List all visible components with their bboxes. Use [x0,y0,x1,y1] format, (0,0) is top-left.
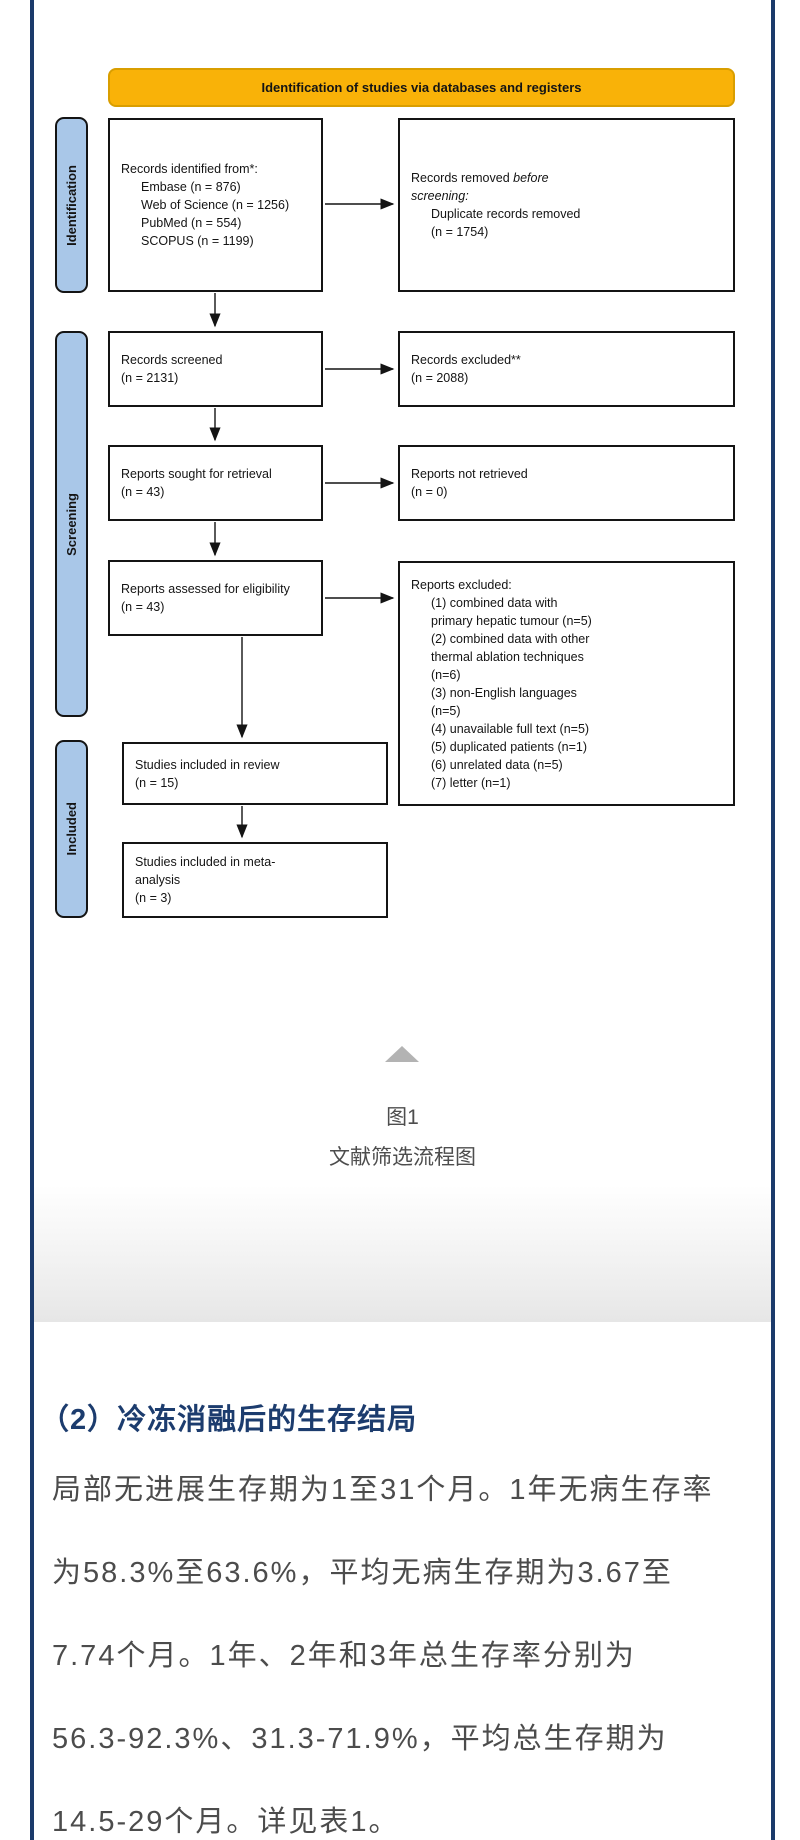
studies-meta-line2: analysis [135,873,181,887]
section-divider-gradient [34,1185,771,1322]
studies-review-line1: Studies included in review [135,757,280,772]
db-pubmed: PubMed (n = 554) [141,216,242,230]
prisma-flow-diagram: Identification of studies via databases … [55,68,735,918]
box-reports-sought: Reports sought for retrieval (n = 43) [108,445,323,521]
db-web-of-science: Web of Science (n = 1256) [141,198,290,212]
paragraph-line: 56.3-92.3%、31.3-71.9%，平均总生存期为 [52,1723,668,1755]
studies-review-count: (n = 15) [135,775,179,790]
duplicates-removed-line: Duplicate records removed [431,207,581,221]
reports-sought-count: (n = 43) [121,485,165,499]
box-reports-excluded-reasons: Reports excluded: (1) combined data with… [398,561,735,806]
exclusion-reason-line: (2) combined data with other [431,631,590,646]
records-removed-normal: Records removed [411,171,510,185]
right-page-border [771,0,775,1840]
exclusion-reason-line: (7) letter (n=1) [431,775,511,790]
stage-identification-label: Identification [64,164,79,246]
paragraph-line: 为58.3%至63.6%，平均无病生存期为3.67至 [52,1557,673,1589]
records-screened-line1: Records screened [121,353,223,367]
records-excluded-line1: Records excluded** [411,353,521,367]
db-scopus: SCOPUS (n = 1199) [141,234,254,248]
exclusion-reason-line: (n=6) [431,667,461,682]
exclusion-reason-line: (6) unrelated data (n=5) [431,757,563,772]
reports-assessed-count: (n = 43) [121,600,165,614]
exclusion-reason-line: primary hepatic tumour (n=5) [431,613,592,628]
stage-included-label: Included [64,802,79,856]
db-embase: Embase (n = 876) [141,180,241,194]
box-studies-included-review: Studies included in review (n = 15) [122,742,388,805]
paragraph-line: 7.74个月。1年、2年和3年总生存率分别为 [52,1640,636,1672]
duplicates-removed-count: (n = 1754) [431,225,489,239]
records-removed-italic1: before [513,171,549,185]
not-retrieved-count: (n = 0) [411,485,448,499]
exclusion-reason-line: thermal ablation techniques [431,649,584,664]
figure-number: 图1 [386,1106,419,1129]
records-removed-line2: screening: [411,189,469,203]
studies-meta-count: (n = 3) [135,891,172,905]
records-removed-line1: Records removed before [411,169,725,187]
box-records-screened: Records screened (n = 2131) [108,331,323,407]
box-studies-included-meta: Studies included in meta- analysis (n = … [122,842,388,918]
exclusion-reason-line: (3) non-English languages [431,685,577,700]
figure-title: 文献筛选流程图 [329,1146,476,1169]
collapse-arrow-icon[interactable] [385,1046,419,1062]
body-paragraph: 局部无进展生存期为1至31个月。1年无病生存率 为58.3%至63.6%，平均无… [52,1449,772,1840]
reports-assessed-line1: Reports assessed for eligibility [121,582,290,596]
section-heading: （2）冷冻消融后的生存结局 [40,1404,418,1436]
box-reports-assessed: Reports assessed for eligibility (n = 43… [108,560,323,636]
records-screened-count: (n = 2131) [121,371,179,385]
figure-caption: 图1 文献筛选流程图 [34,1098,771,1178]
stage-identification: Identification [55,117,88,293]
stage-screening-label: Screening [64,492,79,556]
paragraph-line: 14.5-29个月。详见表1。 [52,1806,400,1838]
not-retrieved-line1: Reports not retrieved [411,467,528,481]
diagram-banner-label: Identification of studies via databases … [261,80,582,95]
box-reports-not-retrieved: Reports not retrieved (n = 0) [398,445,735,521]
paragraph-line: 局部无进展生存期为1至31个月。1年无病生存率 [52,1474,714,1506]
reports-excluded-title: Reports excluded: [411,577,512,592]
stage-included: Included [55,740,88,918]
exclusion-reason-line: (n=5) [431,703,461,718]
box-records-identified: Records identified from*: Embase (n = 87… [108,118,323,292]
box-records-identified-title: Records identified from*: [121,162,258,176]
reports-sought-line1: Reports sought for retrieval [121,467,272,481]
exclusion-reason-line: (1) combined data with [431,595,558,610]
diagram-banner: Identification of studies via databases … [108,68,735,107]
exclusion-reason-line: (5) duplicated patients (n=1) [431,739,587,754]
left-page-border [30,0,34,1840]
records-excluded-count: (n = 2088) [411,371,469,385]
box-records-removed: Records removed before screening: Duplic… [398,118,735,292]
exclusion-reason-line: (4) unavailable full text (n=5) [431,721,590,736]
stage-screening: Screening [55,331,88,717]
studies-meta-line1: Studies included in meta- [135,855,276,869]
box-records-excluded: Records excluded** (n = 2088) [398,331,735,407]
